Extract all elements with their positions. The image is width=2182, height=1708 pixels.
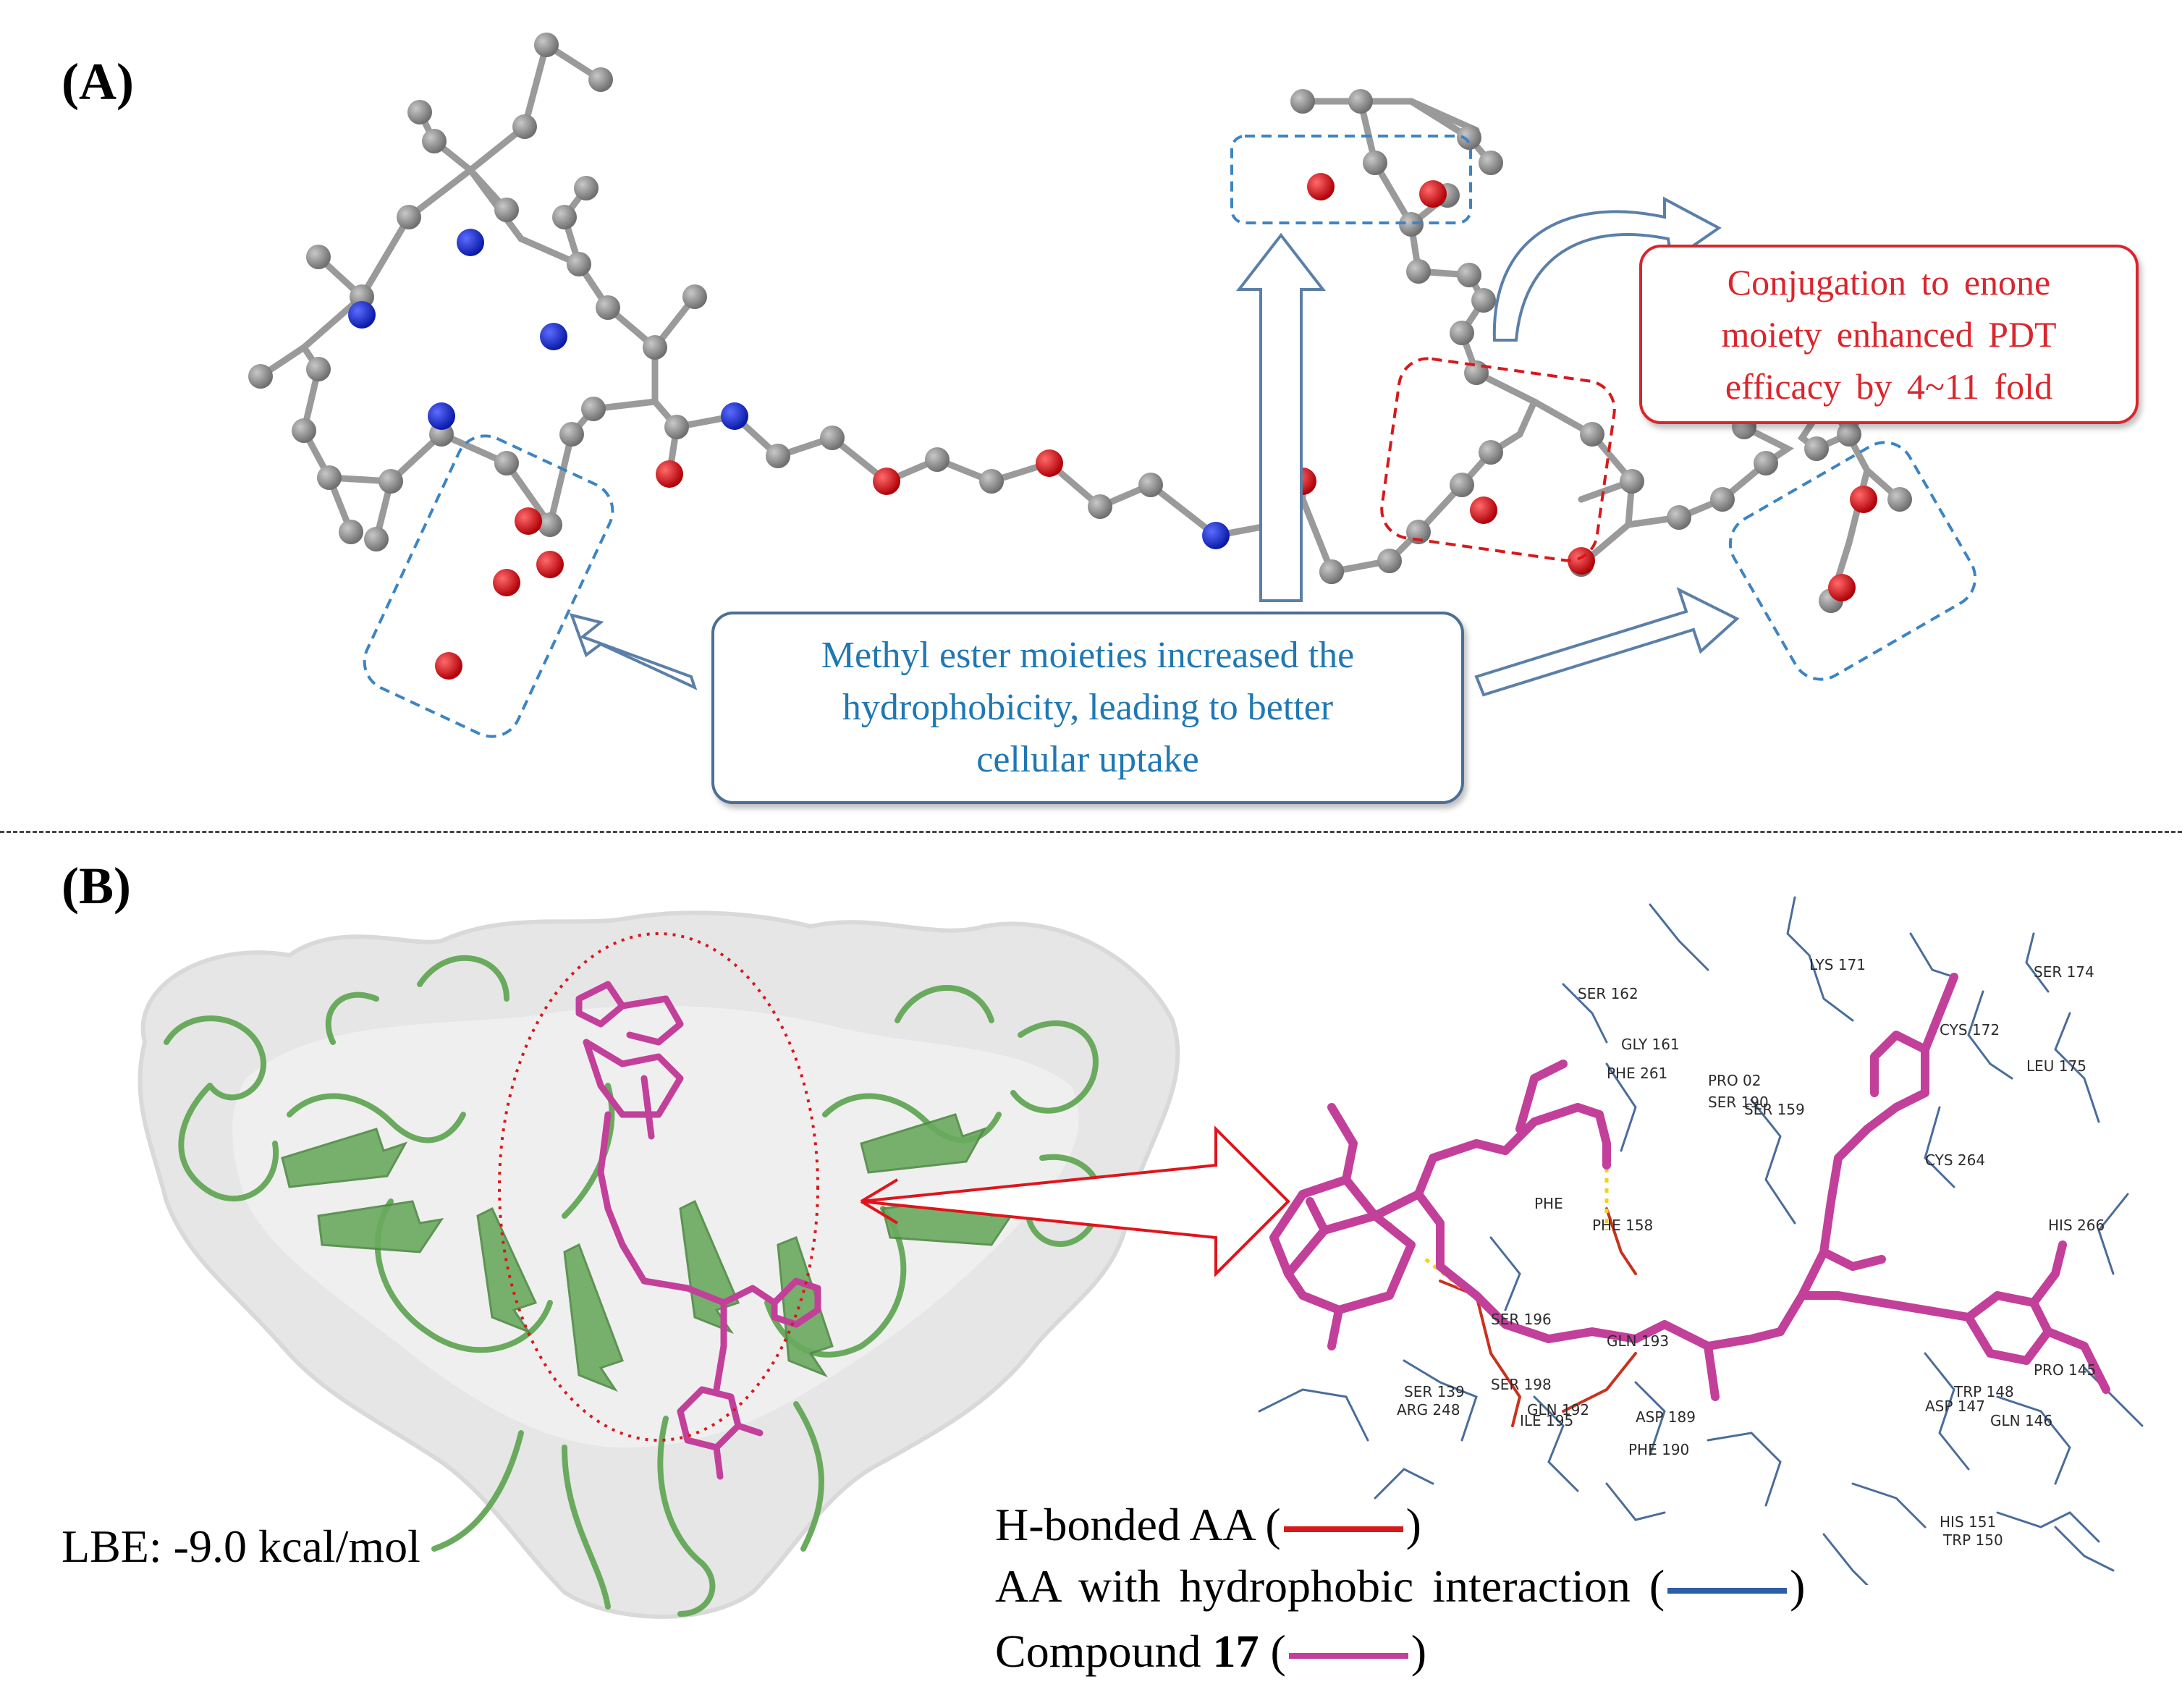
residue-label: TRP 150	[1942, 1531, 2003, 1549]
panel-divider	[0, 831, 2182, 833]
residue-label: SER 162	[1578, 985, 1638, 1002]
residue-label: ILE 195	[1520, 1412, 1573, 1429]
residue-label: GLY 161	[1621, 1036, 1680, 1053]
legend-hydrophobic-swatch	[1667, 1588, 1788, 1594]
residue-label: GLN 193	[1607, 1332, 1669, 1350]
methyl-ester-callout-line-1: Methyl ester moieties increased the	[821, 635, 1355, 676]
residue-label: HIS 151	[1940, 1513, 1996, 1531]
residue-label: ARG 248	[1397, 1401, 1460, 1419]
residue-label: ASP 189	[1636, 1408, 1696, 1426]
residue-label: PRO 145	[2034, 1361, 2096, 1379]
residue-label: SER 139	[1404, 1383, 1465, 1400]
legend-compound-number: 17	[1212, 1625, 1259, 1677]
residue-label: SER 159	[1744, 1101, 1805, 1118]
protein-surface-cartoon	[138, 910, 1180, 1619]
methyl-ester-callout-line-3: cellular uptake	[976, 739, 1199, 780]
residue-label: LYS 171	[1809, 956, 1866, 973]
residue-label: PHE 158	[1592, 1217, 1653, 1234]
residue-label: SER 190	[1708, 1094, 1769, 1111]
legend-hydrophobic: AA with hydrophobic interaction ()	[995, 1560, 1805, 1613]
legend-hbond-swatch	[1283, 1526, 1403, 1533]
methyl-ester-callout: Methyl ester moieties increased the hydr…	[711, 612, 1464, 804]
residue-label: CYS 264	[1925, 1151, 1985, 1169]
residue-label: LEU 175	[2026, 1057, 2086, 1075]
enone-callout-line-3: efficacy by 4~11 fold	[1725, 366, 2053, 407]
residue-label: GLN 146	[1990, 1412, 2052, 1429]
residue-label: TRP 148	[1953, 1383, 2014, 1400]
legend-hbond: H-bonded AA ()	[995, 1498, 1421, 1552]
residue-label: CYS 172	[1940, 1021, 2000, 1039]
legend-hydrophobic-prefix: AA with hydrophobic interaction (	[995, 1560, 1665, 1612]
lbe-value: LBE: -9.0 kcal/mol	[62, 1521, 420, 1572]
legend-hbond-prefix: H-bonded AA (	[995, 1499, 1281, 1550]
residue-label: PHE 190	[1628, 1441, 1689, 1458]
panel-b-label: (B)	[62, 857, 131, 915]
residue-label: SER 196	[1491, 1311, 1552, 1328]
methyl-ester-callout-line-2: hydrophobicity, leading to better	[842, 687, 1334, 728]
legend-compound-prefix: Compound	[995, 1625, 1213, 1677]
legend-compound-suffix: )	[1411, 1625, 1427, 1677]
legend-compound-open: (	[1259, 1625, 1286, 1677]
residue-label: GLN 192	[1527, 1401, 1589, 1419]
enone-callout-line-1: Conjugation to enone	[1727, 262, 2051, 303]
legend-compound: Compound 17 ()	[995, 1625, 1426, 1678]
legend-hydrophobic-suffix: )	[1790, 1560, 1806, 1612]
residue-label: SER 198	[1491, 1376, 1552, 1393]
panel-a-label: (A)	[62, 53, 134, 111]
legend-hbond-suffix: )	[1405, 1499, 1421, 1550]
residue-label: PHE	[1534, 1195, 1563, 1212]
zoom-arrow	[860, 1125, 1290, 1277]
residue-label: SER 174	[2034, 963, 2094, 981]
residue-label: ASP 147	[1925, 1398, 1985, 1415]
residue-label: PRO 02	[1708, 1072, 1762, 1089]
residue-label: HIS 266	[2048, 1217, 2105, 1234]
residue-label: PHE 261	[1607, 1065, 1667, 1082]
enone-callout: Conjugation to enone moiety enhanced PDT…	[1639, 245, 2139, 424]
enone-callout-line-2: moiety enhanced PDT	[1721, 314, 2057, 355]
legend-compound-swatch	[1288, 1653, 1408, 1660]
